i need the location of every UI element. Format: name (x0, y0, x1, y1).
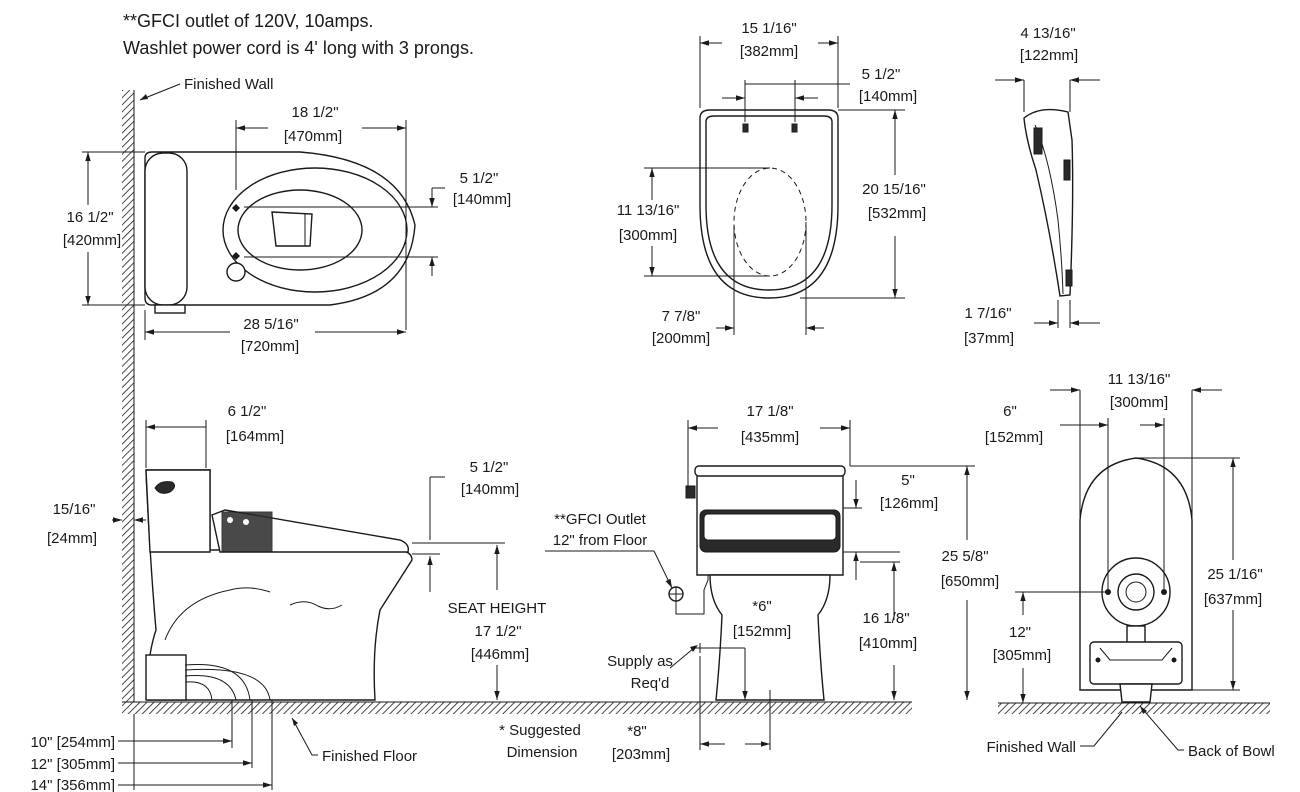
dim-25-5-8: 25 5/8" (941, 548, 988, 565)
dim-15: 15 1/16" (741, 20, 796, 37)
dim-5-5-side-mm: [140mm] (461, 481, 519, 498)
dim-8-mm: [203mm] (612, 746, 670, 763)
rear-floor-hatch (998, 703, 1270, 714)
dim-25-5-8-mm: [650mm] (941, 573, 999, 590)
back-of-bowl-label: Back of Bowl (1188, 743, 1275, 760)
suggested-label1: * Suggested (499, 722, 581, 739)
dim-15-16-mm: [24mm] (47, 530, 97, 547)
dim-11-seat-mm: [300mm] (619, 227, 677, 244)
dim-1-7: 1 7/16" (964, 305, 1011, 322)
dim-6-5: 6 1/2" (228, 403, 267, 420)
dim-5-5-top: 5 1/2" (460, 170, 499, 187)
dim-6-rear-mm: [152mm] (985, 429, 1043, 446)
dim-8: *8" (627, 723, 647, 740)
dim-17-5: 17 1/2" (474, 623, 521, 640)
dim-5-5-seat-mm: [140mm] (859, 88, 917, 105)
finished-wall-left (122, 90, 135, 702)
dim-16-5: 16 1/2" (66, 209, 113, 226)
toilet-side-view (145, 469, 413, 701)
dim-5-5-top-mm: [140mm] (453, 191, 511, 208)
dim-4-13-mm: [122mm] (1020, 47, 1078, 64)
dim-16-5-mm: [420mm] (63, 232, 121, 249)
gfci-note-line1: **GFCI outlet of 120V, 10amps. (123, 11, 373, 31)
dim-15-16: 15/16" (53, 501, 96, 518)
dim-11-rear-mm: [300mm] (1110, 394, 1168, 411)
dim-20: 20 15/16" (862, 181, 926, 198)
gfci-outlet-icon (668, 575, 709, 615)
suggested-label2: Dimension (507, 744, 578, 761)
supply-label2: Req'd (631, 675, 670, 692)
dim-6-5-mm: [164mm] (226, 428, 284, 445)
toilet-rear-view (1079, 457, 1193, 703)
dim-4-13: 4 13/16" (1020, 25, 1075, 42)
dim-6-rear: 6" (1003, 403, 1017, 420)
dim-5-mm: [126mm] (880, 495, 938, 512)
dim-5-5-seat: 5 1/2" (862, 66, 901, 83)
dim-11-seat: 11 13/16" (617, 202, 680, 219)
rough-in-14: 14" [356mm] (30, 777, 115, 792)
gfci-outlet-label1: **GFCI Outlet (554, 511, 647, 528)
rough-in-10: 10" [254mm] (30, 734, 115, 751)
toilet-top-view (144, 151, 416, 314)
dim-17: 17 1/8" (746, 403, 793, 420)
seat-top-view (699, 109, 839, 299)
toilet-front-view (685, 465, 846, 701)
dim-18-5: 18 1/2" (291, 104, 338, 121)
seat-side-view (1023, 108, 1074, 297)
dim-5-5-side: 5 1/2" (470, 459, 509, 476)
finished-floor-label: Finished Floor (322, 748, 417, 765)
dim-16-8: 16 1/8" (862, 610, 909, 627)
finished-floor-hatch (122, 702, 912, 714)
dim-25-1-16: 25 1/16" (1207, 566, 1262, 583)
dim-18-5-mm: [470mm] (284, 128, 342, 145)
dim-17-mm: [435mm] (741, 429, 799, 446)
dim-15-mm: [382mm] (740, 43, 798, 60)
seat-height-label: SEAT HEIGHT (448, 600, 547, 617)
finished-wall-rear-label: Finished Wall (987, 739, 1076, 756)
gfci-note-line2: Washlet power cord is 4' long with 3 pro… (123, 38, 474, 58)
supply-label1: Supply as (607, 653, 673, 670)
dim-12-rear: 12" (1009, 624, 1031, 641)
rough-in-12: 12" [305mm] (30, 756, 115, 773)
supply-valve-icon (695, 643, 705, 653)
dim-17-5-mm: [446mm] (471, 646, 529, 663)
dim-6-front-mm: [152mm] (733, 623, 791, 640)
dim-1-7-mm: [37mm] (964, 330, 1014, 347)
gfci-outlet-label2: 12" from Floor (553, 532, 648, 549)
dim-11-rear: 11 13/16" (1108, 371, 1171, 388)
finished-wall-label: Finished Wall (184, 76, 273, 93)
dim-12-rear-mm: [305mm] (993, 647, 1051, 664)
dim-7-7-8-mm: [200mm] (652, 330, 710, 347)
dim-7-7-8: 7 7/8" (662, 308, 701, 325)
dim-16-8-mm: [410mm] (859, 635, 917, 652)
dim-28-mm: [720mm] (241, 338, 299, 355)
dim-28: 28 5/16" (243, 316, 298, 333)
dim-25-1-16-mm: [637mm] (1204, 591, 1262, 608)
dim-6-front: *6" (752, 598, 772, 615)
dim-20-mm: [532mm] (868, 205, 926, 222)
dim-5: 5" (901, 472, 915, 489)
